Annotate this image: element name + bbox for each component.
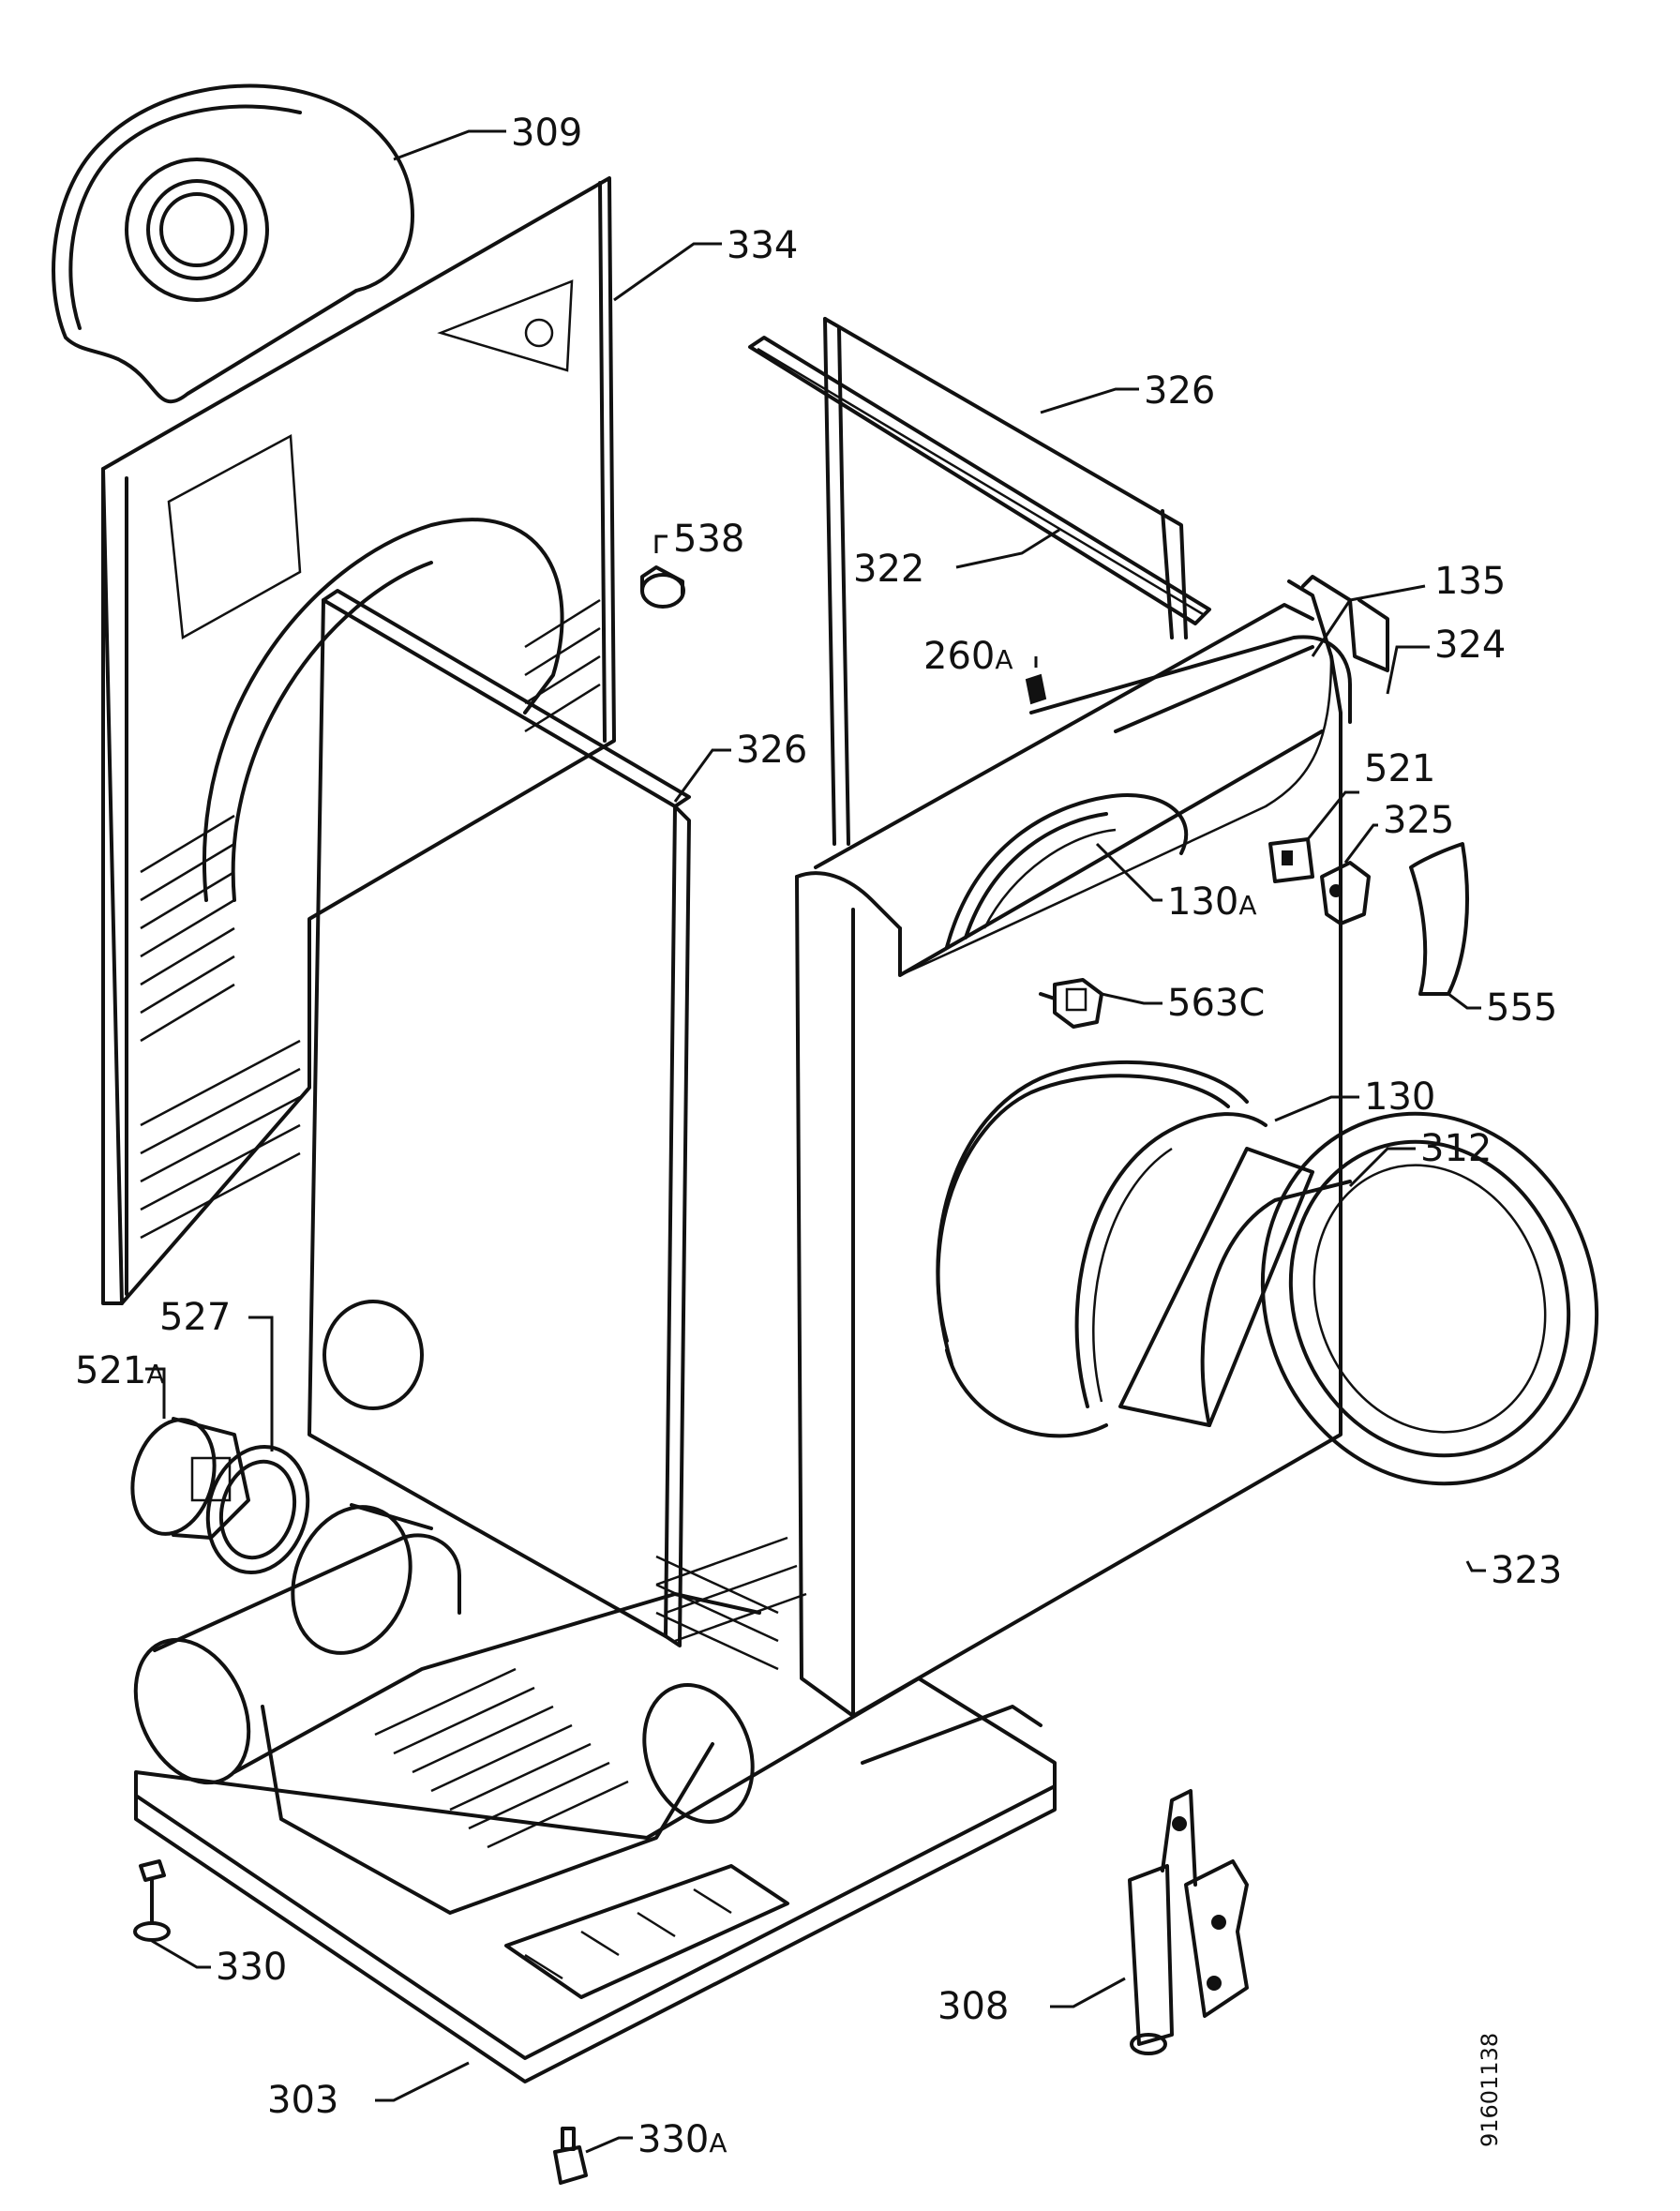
label-308: 308	[938, 1985, 1010, 2028]
part-130A-seal	[945, 793, 1189, 949]
label-326-top: 326	[1144, 369, 1216, 413]
label-330A-number: 330	[638, 2118, 710, 2161]
part-326-top-strip	[748, 336, 1211, 625]
label-324: 324	[1434, 624, 1507, 667]
part-521A-thermostat-housing	[130, 1417, 250, 1540]
label-323: 323	[1491, 1549, 1563, 1592]
label-312: 312	[1420, 1127, 1492, 1170]
label-521A: 521A	[75, 1352, 165, 1390]
label-260A-suffix: A	[995, 644, 1013, 675]
part-309-rear-duct-cover	[52, 83, 414, 404]
part-326-side-panel-left	[308, 589, 779, 1671]
part-duct-ring	[291, 1503, 433, 1655]
part-521-switch	[1268, 837, 1314, 883]
label-527: 527	[159, 1296, 232, 1339]
part-330-foot	[133, 1859, 171, 1942]
label-334: 334	[727, 224, 799, 267]
part-323-door-ring	[1260, 1111, 1599, 1486]
part-334-rear-panel	[101, 176, 616, 1305]
label-130A: 130A	[1167, 883, 1257, 921]
label-521A-suffix: A	[146, 1359, 165, 1390]
part-135-duct	[1029, 635, 1352, 733]
part-527-ring	[205, 1444, 310, 1575]
part-303-base	[133, 1533, 1057, 2083]
part-260A-clip	[1025, 673, 1047, 705]
part-130-gasket	[1074, 1112, 1268, 1408]
label-521: 521	[1364, 747, 1436, 790]
label-130A-number: 130	[1167, 880, 1239, 924]
label-538: 538	[673, 518, 745, 561]
part-front-panel	[795, 579, 1342, 1718]
label-330A: 330A	[638, 2121, 728, 2158]
label-330A-suffix: A	[709, 2128, 728, 2158]
label-521A-number: 521	[75, 1349, 147, 1392]
label-309: 309	[511, 112, 583, 155]
part-312-collar	[1118, 1147, 1352, 1427]
label-135: 135	[1434, 560, 1507, 603]
label-330: 330	[216, 1946, 288, 1989]
part-555-lens	[1409, 842, 1469, 996]
part-538-plug	[640, 565, 685, 609]
label-130A-suffix: A	[1238, 890, 1257, 921]
label-326-middle: 326	[736, 729, 808, 772]
leader-lines	[145, 129, 1486, 2154]
label-303: 303	[267, 2079, 339, 2122]
label-555: 555	[1486, 986, 1558, 1030]
label-260A-number: 260	[923, 635, 996, 678]
part-324-bracket	[1301, 575, 1389, 672]
part-563C-switch	[1039, 978, 1103, 1029]
label-260A: 260A	[923, 638, 1013, 675]
part-308-hinge	[1128, 1789, 1249, 2055]
label-322: 322	[853, 548, 925, 591]
label-130: 130	[1364, 1075, 1436, 1119]
part-322-right-panel	[823, 317, 1188, 846]
label-325: 325	[1383, 799, 1455, 842]
document-id: 91601138	[1477, 2032, 1503, 2147]
label-563C: 563C	[1167, 982, 1266, 1025]
part-325-lamp-holder	[1320, 861, 1371, 925]
part-330A-foot	[553, 2127, 588, 2185]
